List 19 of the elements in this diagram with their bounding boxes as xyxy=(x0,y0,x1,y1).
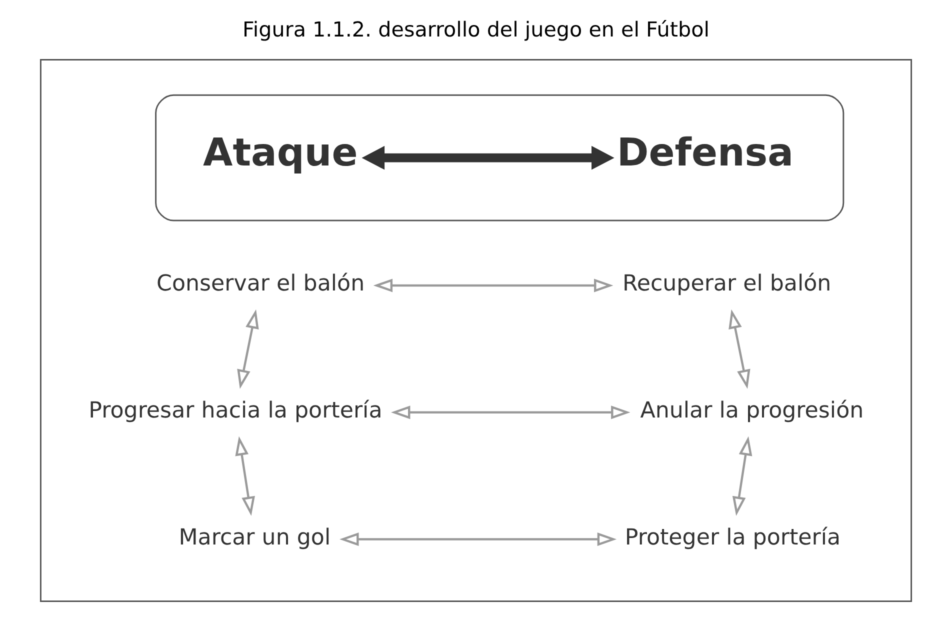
node-text: Defensa xyxy=(616,130,794,176)
arrow xyxy=(235,436,255,516)
arrow xyxy=(732,436,752,516)
node-text: Marcar un gol xyxy=(178,524,331,550)
node-text: Ataque xyxy=(203,130,358,176)
node-text: Proteger la portería xyxy=(624,524,841,550)
arrow xyxy=(362,146,614,170)
arrow xyxy=(373,278,614,292)
arrow xyxy=(340,532,617,546)
arrow xyxy=(728,309,750,389)
arrow xyxy=(237,309,259,389)
diagram-title: Figura 1.1.2. desarrollo del juego en el Fútbol xyxy=(242,17,710,42)
node-text: Conservar el balón xyxy=(156,270,365,297)
cluster xyxy=(40,58,912,602)
node-text: Recuperar el balón xyxy=(622,270,832,297)
node-text: Anular la progresión xyxy=(640,398,864,424)
arrow xyxy=(391,406,630,420)
cluster xyxy=(155,94,844,222)
node-text: Progresar hacia la portería xyxy=(88,398,382,424)
